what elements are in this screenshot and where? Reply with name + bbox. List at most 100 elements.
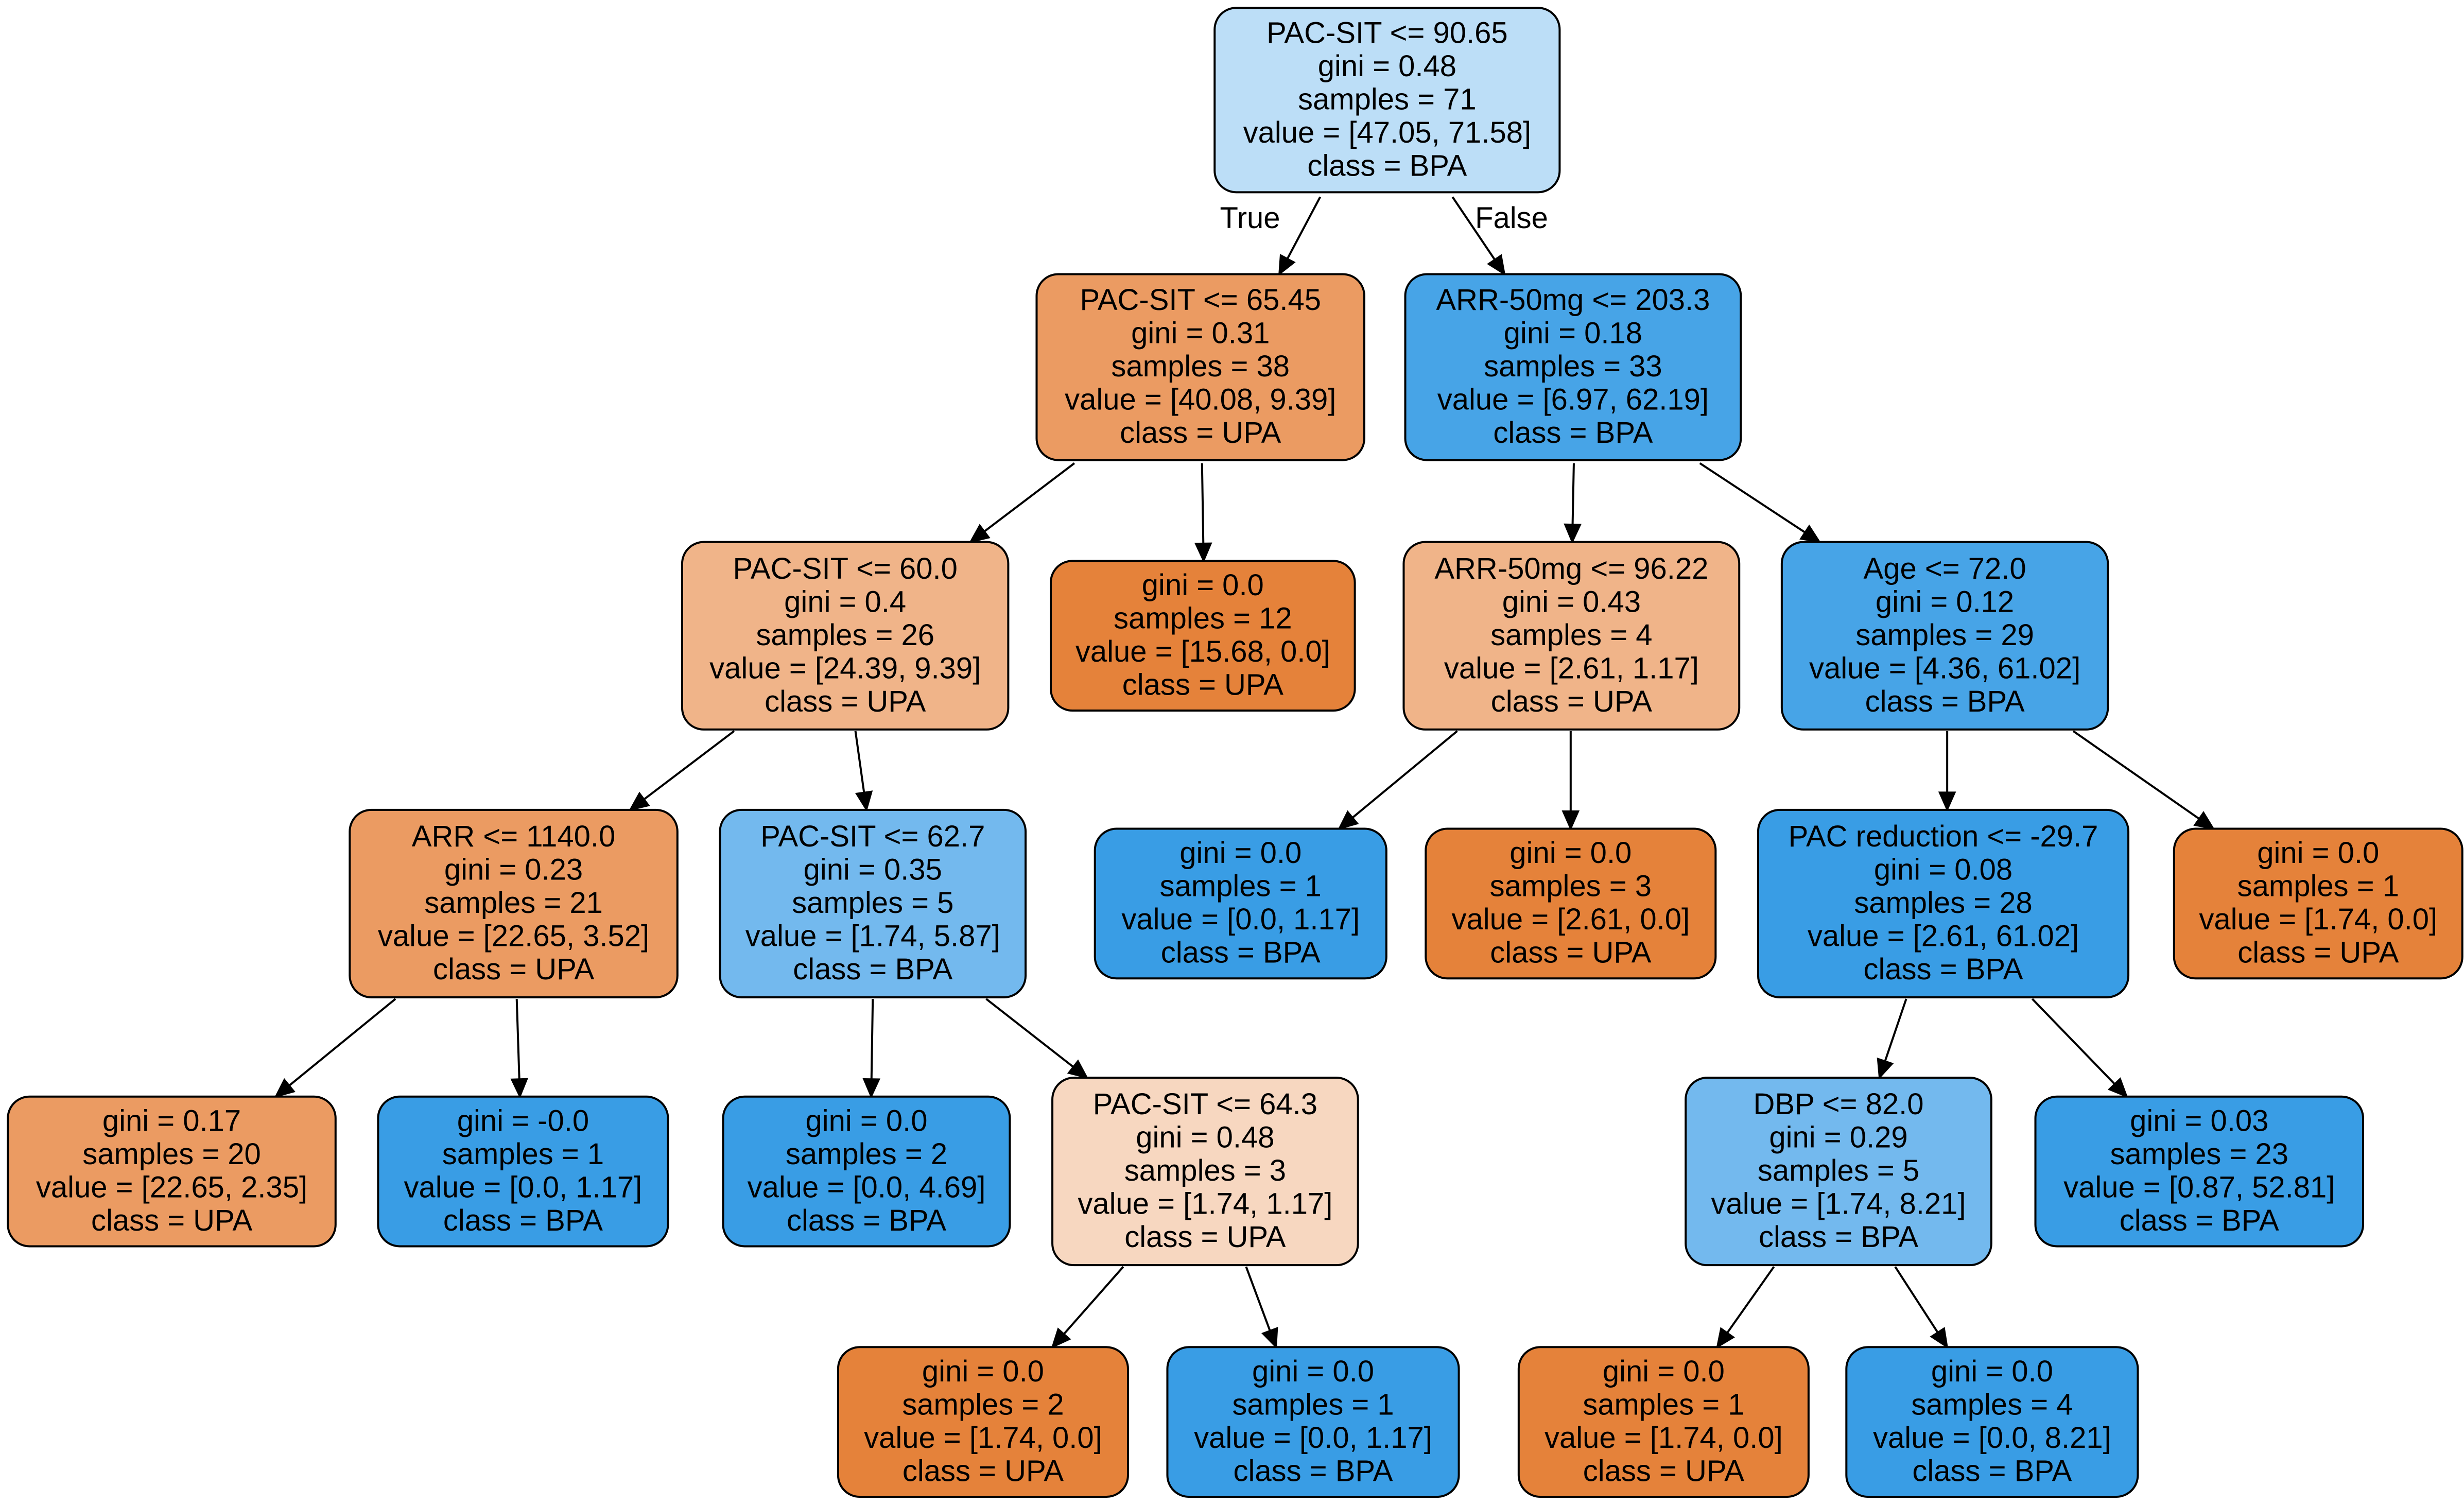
node-line: class = UPA xyxy=(1490,936,1652,970)
node-line: class = UPA xyxy=(433,953,595,986)
edge-n17-n21 xyxy=(1716,1266,1775,1349)
node-box xyxy=(722,1095,1011,1248)
node-line: value = [40.08, 9.39] xyxy=(1065,383,1336,417)
node-line: value = [1.74, 0.0] xyxy=(864,1421,1102,1455)
arrowhead-icon xyxy=(1338,810,1359,830)
node-line: class = BPA xyxy=(1161,936,1321,970)
edge-n1-n4 xyxy=(1194,463,1212,563)
node-line: gini = 0.17 xyxy=(102,1104,241,1137)
node-box xyxy=(1780,541,2109,731)
edge-n8-n15 xyxy=(862,999,881,1099)
arrowhead-icon xyxy=(862,1078,881,1099)
node-box xyxy=(349,808,679,998)
arrowhead-icon xyxy=(1877,1057,1894,1080)
node-box xyxy=(7,1095,337,1248)
node-line: gini = 0.29 xyxy=(1769,1121,1907,1154)
edge-line xyxy=(2072,730,2200,820)
node-line: samples = 4 xyxy=(1911,1388,2073,1421)
arrowhead-icon xyxy=(2107,1077,2128,1098)
node-line: gini = 0.31 xyxy=(1131,317,1270,350)
node-line: value = [22.65, 3.52] xyxy=(378,919,649,953)
node-line: value = [0.0, 1.17] xyxy=(404,1170,643,1204)
node-line: value = [1.74, 0.0] xyxy=(1545,1421,1783,1455)
edge-n11-n18 xyxy=(2031,998,2128,1098)
node-line: gini = 0.4 xyxy=(784,585,906,618)
node-box xyxy=(377,1095,669,1248)
node-box xyxy=(1051,1077,1359,1267)
edge-n7-n14 xyxy=(510,998,528,1099)
node-line: class = UPA xyxy=(1583,1454,1745,1488)
node-line: PAC-SIT <= 64.3 xyxy=(1093,1087,1317,1121)
edge-n11-n17 xyxy=(1877,998,1907,1080)
edge-n2-n5 xyxy=(1564,463,1582,544)
node-line: gini = -0.0 xyxy=(457,1104,589,1137)
node-line: samples = 5 xyxy=(1758,1154,1919,1187)
node-line: value = [47.05, 71.58] xyxy=(1243,116,1532,149)
arrowhead-icon xyxy=(1261,1326,1278,1349)
node-box xyxy=(1094,827,1387,980)
node-line: samples = 1 xyxy=(2237,870,2399,903)
node-line: samples = 33 xyxy=(1484,350,1662,383)
node-line: samples = 1 xyxy=(1232,1388,1394,1421)
node-line: samples = 3 xyxy=(1490,870,1652,903)
arrowhead-icon xyxy=(1067,1059,1089,1079)
arrowhead-icon xyxy=(1487,254,1506,276)
edge-n7-n13 xyxy=(274,998,396,1098)
node-box xyxy=(1845,1346,2139,1498)
node-line: value = [2.61, 1.17] xyxy=(1444,651,1699,685)
node-box xyxy=(1685,1077,1992,1267)
node-line: gini = 0.03 xyxy=(2130,1104,2268,1137)
node-line: class = UPA xyxy=(1491,685,1653,718)
edge-n0-n2 xyxy=(1451,196,1506,276)
node-line: value = [0.0, 1.17] xyxy=(1121,903,1360,936)
edge-n2-n6 xyxy=(1699,462,1821,543)
node-line: gini = 0.0 xyxy=(1509,836,1632,870)
edge-line xyxy=(985,998,1074,1068)
edge-label-true: True xyxy=(1220,201,1280,235)
node-box xyxy=(1425,827,1717,980)
node-line: gini = 0.0 xyxy=(1603,1355,1725,1388)
edge-n3-n7 xyxy=(629,730,735,811)
node-line: samples = 1 xyxy=(1160,870,1322,903)
node-box xyxy=(1402,541,1741,731)
arrowhead-icon xyxy=(1938,791,1956,812)
node-line: PAC-SIT <= 62.7 xyxy=(760,820,985,853)
node-line: value = [1.74, 8.21] xyxy=(1711,1187,1966,1221)
node-line: samples = 5 xyxy=(792,886,953,920)
node-line: samples = 71 xyxy=(1298,82,1477,116)
node-line: class = UPA xyxy=(903,1454,1064,1488)
edge-line xyxy=(288,998,396,1086)
node-box xyxy=(719,808,1027,998)
edge-label-false: False xyxy=(1475,201,1548,235)
arrowhead-icon xyxy=(1716,1327,1736,1349)
node-line: samples = 20 xyxy=(82,1137,261,1171)
edge-n16-n19 xyxy=(1051,1266,1124,1349)
edge-line xyxy=(1699,462,1806,533)
node-box xyxy=(2173,827,2463,980)
arrowhead-icon xyxy=(2193,811,2215,830)
node-line: class = BPA xyxy=(1493,416,1653,450)
node-line: DBP <= 82.0 xyxy=(1753,1087,1923,1121)
node-line: samples = 4 xyxy=(1490,618,1652,652)
arrowhead-icon xyxy=(629,791,650,811)
node-line: class = BPA xyxy=(1307,149,1467,182)
arrowhead-icon xyxy=(1278,253,1296,276)
node-line: gini = 0.12 xyxy=(1876,585,2014,618)
edge-n1-n3 xyxy=(968,462,1075,543)
edge-line xyxy=(1571,463,1575,525)
node-box xyxy=(1166,1346,1460,1498)
node-line: class = BPA xyxy=(443,1204,603,1237)
node-line: PAC-SIT <= 60.0 xyxy=(733,552,958,585)
edge-line xyxy=(1201,463,1205,544)
node-line: value = [0.0, 4.69] xyxy=(748,1170,986,1204)
